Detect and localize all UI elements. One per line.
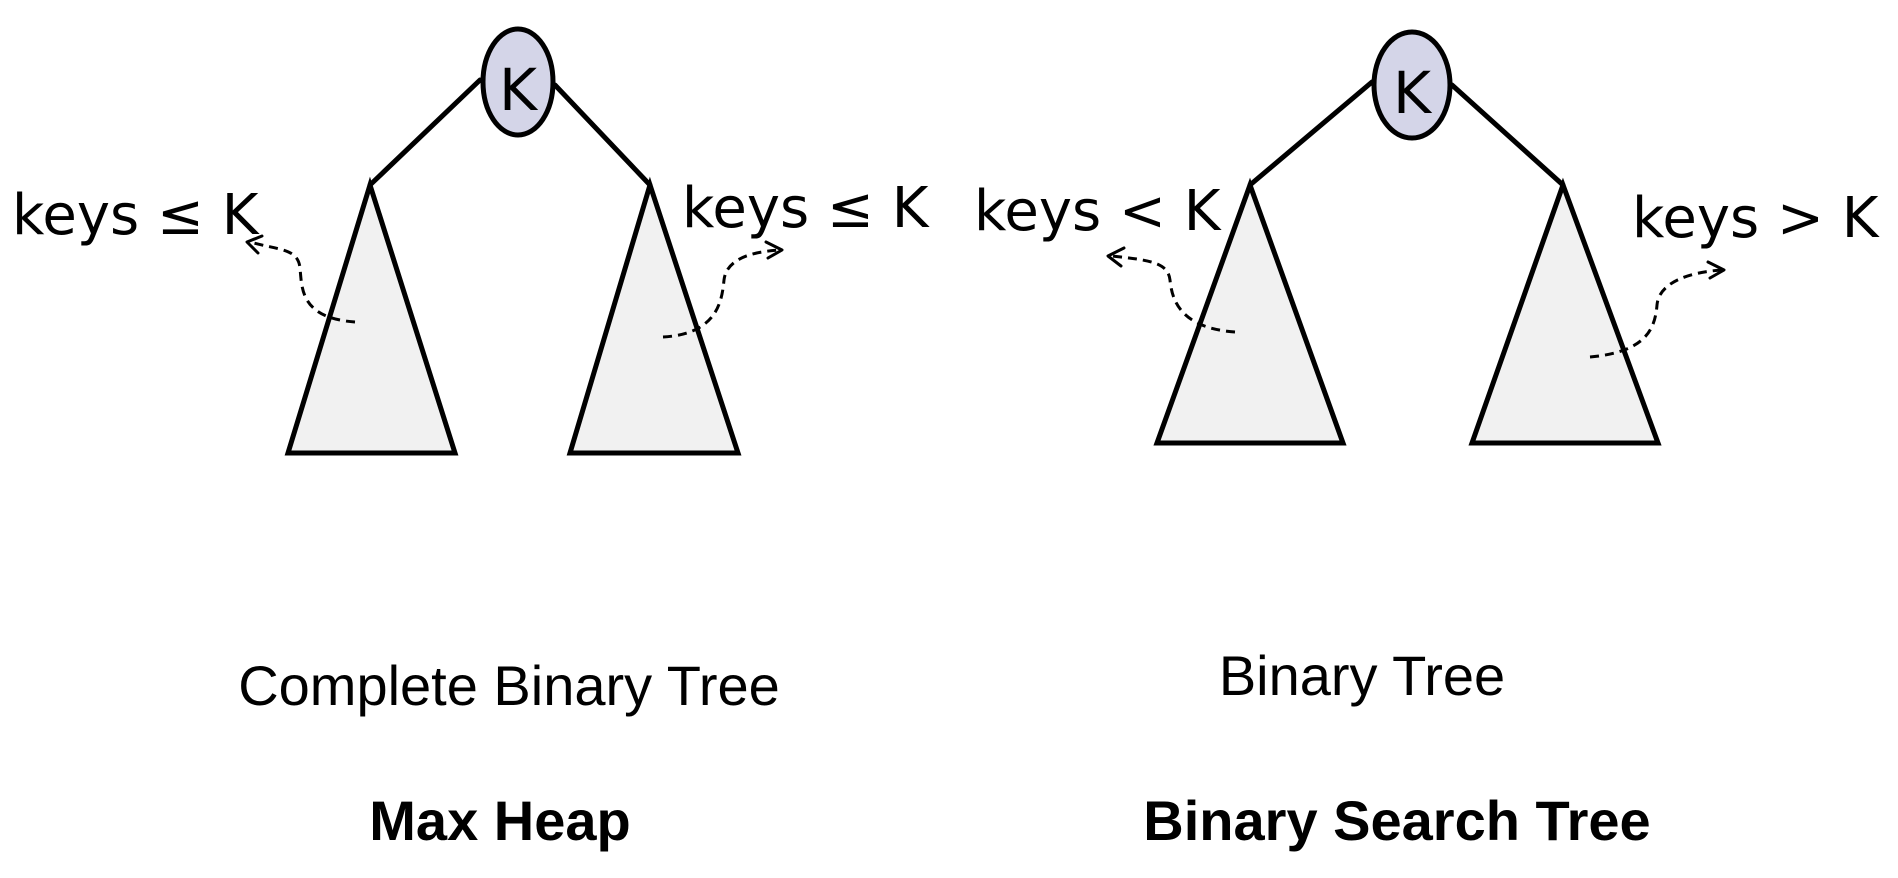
heap-left-edge bbox=[367, 77, 483, 188]
bst-left-subtree bbox=[1153, 177, 1347, 446]
heap-right-keys-label: keys ≤ K bbox=[682, 176, 930, 241]
heap-left-subtree bbox=[284, 176, 459, 456]
heap-right-arrowhead bbox=[764, 240, 784, 260]
bst-left-pointer-curve bbox=[1111, 254, 1236, 334]
bst-right-pointer-curve bbox=[1589, 268, 1723, 359]
heap-title: Max Heap bbox=[369, 789, 630, 852]
bst-right-subtree bbox=[1468, 177, 1662, 446]
bst-title: Binary Search Tree bbox=[1143, 789, 1650, 852]
heap-left-arrowhead bbox=[245, 234, 264, 255]
heap-right-pointer-curve bbox=[662, 248, 781, 339]
bst-tree-type-caption: Binary Tree bbox=[1219, 644, 1505, 707]
heap-right-subtree bbox=[566, 176, 742, 456]
heap-left-pointer-curve bbox=[249, 240, 356, 324]
bst-right-edge bbox=[1449, 82, 1566, 188]
heap-root-node bbox=[480, 26, 556, 138]
bst-root-label: K bbox=[1393, 59, 1433, 127]
bst-root-node bbox=[1371, 29, 1453, 141]
heap-left-keys-label: keys ≤ K bbox=[12, 183, 260, 248]
heap-tree-type-caption: Complete Binary Tree bbox=[238, 654, 780, 717]
heap-right-edge bbox=[552, 82, 653, 188]
bst-right-keys-label: keys > K bbox=[1632, 186, 1880, 251]
bst-left-arrowhead bbox=[1106, 246, 1126, 268]
heap-root-label: K bbox=[499, 56, 539, 124]
bst-left-keys-label: keys < K bbox=[974, 179, 1222, 244]
bst-left-edge bbox=[1247, 79, 1375, 188]
max-heap-diagram: K keys ≤ K keys ≤ K Complete Binary Tree… bbox=[12, 26, 930, 852]
bst-diagram: K keys < K keys > K Binary Tree Binary S… bbox=[974, 29, 1880, 852]
bst-right-arrowhead bbox=[1706, 260, 1726, 280]
